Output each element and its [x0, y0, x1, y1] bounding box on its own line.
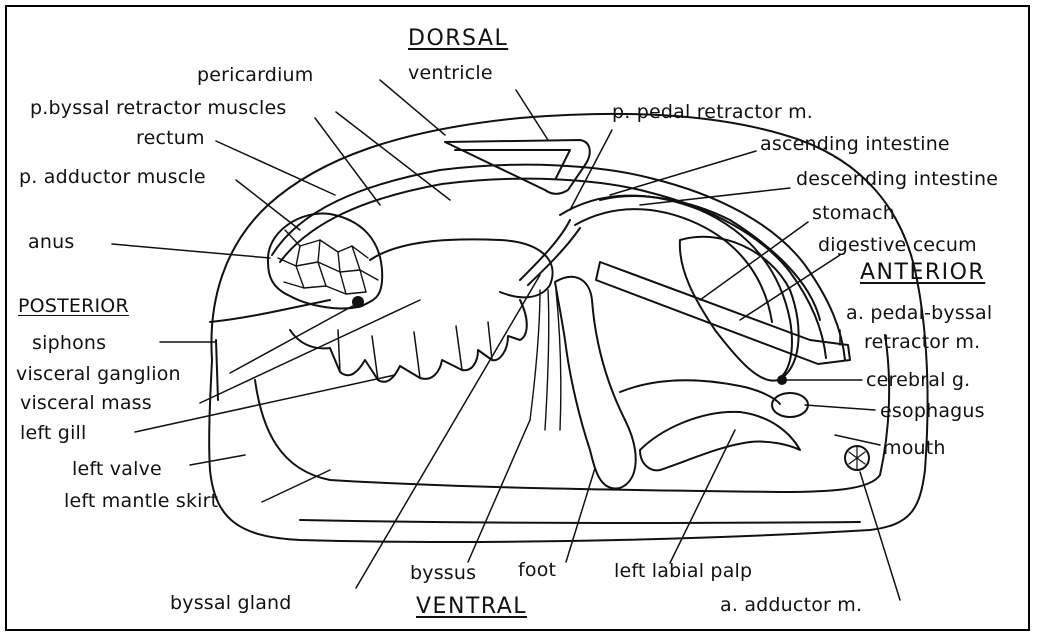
label-ventral: VENTRAL	[416, 596, 527, 618]
label-anus: anus	[28, 233, 74, 252]
label-p-adductor: p. adductor muscle	[19, 168, 206, 187]
mantle-skirt-line	[255, 335, 889, 492]
label-ventricle: ventricle	[408, 64, 493, 83]
label-p-pedal-retractor: p. pedal retractor m.	[612, 103, 813, 122]
label-byssal-gland: byssal gland	[170, 594, 292, 613]
label-a-adductor: a. adductor m.	[720, 596, 862, 615]
label-digestive-cecum: digestive cecum	[818, 236, 977, 255]
mantle-skirt-line-2	[300, 520, 860, 523]
label-a-pedal-byssal-1: a. pedal-byssal	[846, 304, 992, 323]
label-anterior: ANTERIOR	[860, 262, 985, 284]
label-p-byssal-retractor: p.byssal retractor muscles	[30, 99, 287, 118]
anterior-retractor	[596, 262, 850, 364]
label-dorsal: DORSAL	[408, 28, 508, 50]
label-mouth: mouth	[883, 439, 946, 458]
label-foot: foot	[518, 561, 556, 580]
adductor-cells	[278, 230, 378, 294]
anterior-adductor-cells	[849, 446, 865, 470]
byssus-threads	[530, 290, 561, 430]
siphon-edge	[210, 300, 330, 322]
label-ascending-intestine: ascending intestine	[760, 135, 950, 154]
label-posterior: POSTERIOR	[18, 297, 129, 316]
label-a-pedal-byssal-2: retractor m.	[864, 333, 980, 352]
label-left-gill: left gill	[20, 424, 87, 443]
intestine-tube	[560, 196, 792, 378]
label-stomach: stomach	[812, 204, 895, 223]
esophagus-loop	[772, 393, 808, 417]
label-pericardium: pericardium	[197, 66, 314, 85]
labial-palp-upper	[620, 380, 780, 404]
label-left-labial-palp: left labial palp	[614, 562, 752, 581]
label-byssus: byssus	[410, 564, 476, 583]
label-rectum: rectum	[136, 129, 205, 148]
label-cerebral-g: cerebral g.	[866, 371, 970, 390]
intestine-tube-2	[575, 209, 772, 322]
foot-shape	[555, 277, 636, 489]
label-esophagus: esophagus	[880, 402, 985, 421]
label-descending-intestine: descending intestine	[796, 170, 998, 189]
gill-folds	[338, 322, 492, 380]
siphon-edge-2	[216, 340, 218, 400]
label-left-mantle-skirt: left mantle skirt	[64, 492, 218, 511]
label-left-valve: left valve	[72, 460, 162, 479]
label-siphons: siphons	[32, 334, 106, 353]
visceral-mass	[370, 239, 553, 297]
pedal-retractor-bundle	[520, 220, 580, 285]
label-visceral-ganglion: visceral ganglion	[16, 365, 181, 384]
left-gill	[290, 300, 527, 382]
label-visceral-mass: visceral mass	[20, 394, 152, 413]
